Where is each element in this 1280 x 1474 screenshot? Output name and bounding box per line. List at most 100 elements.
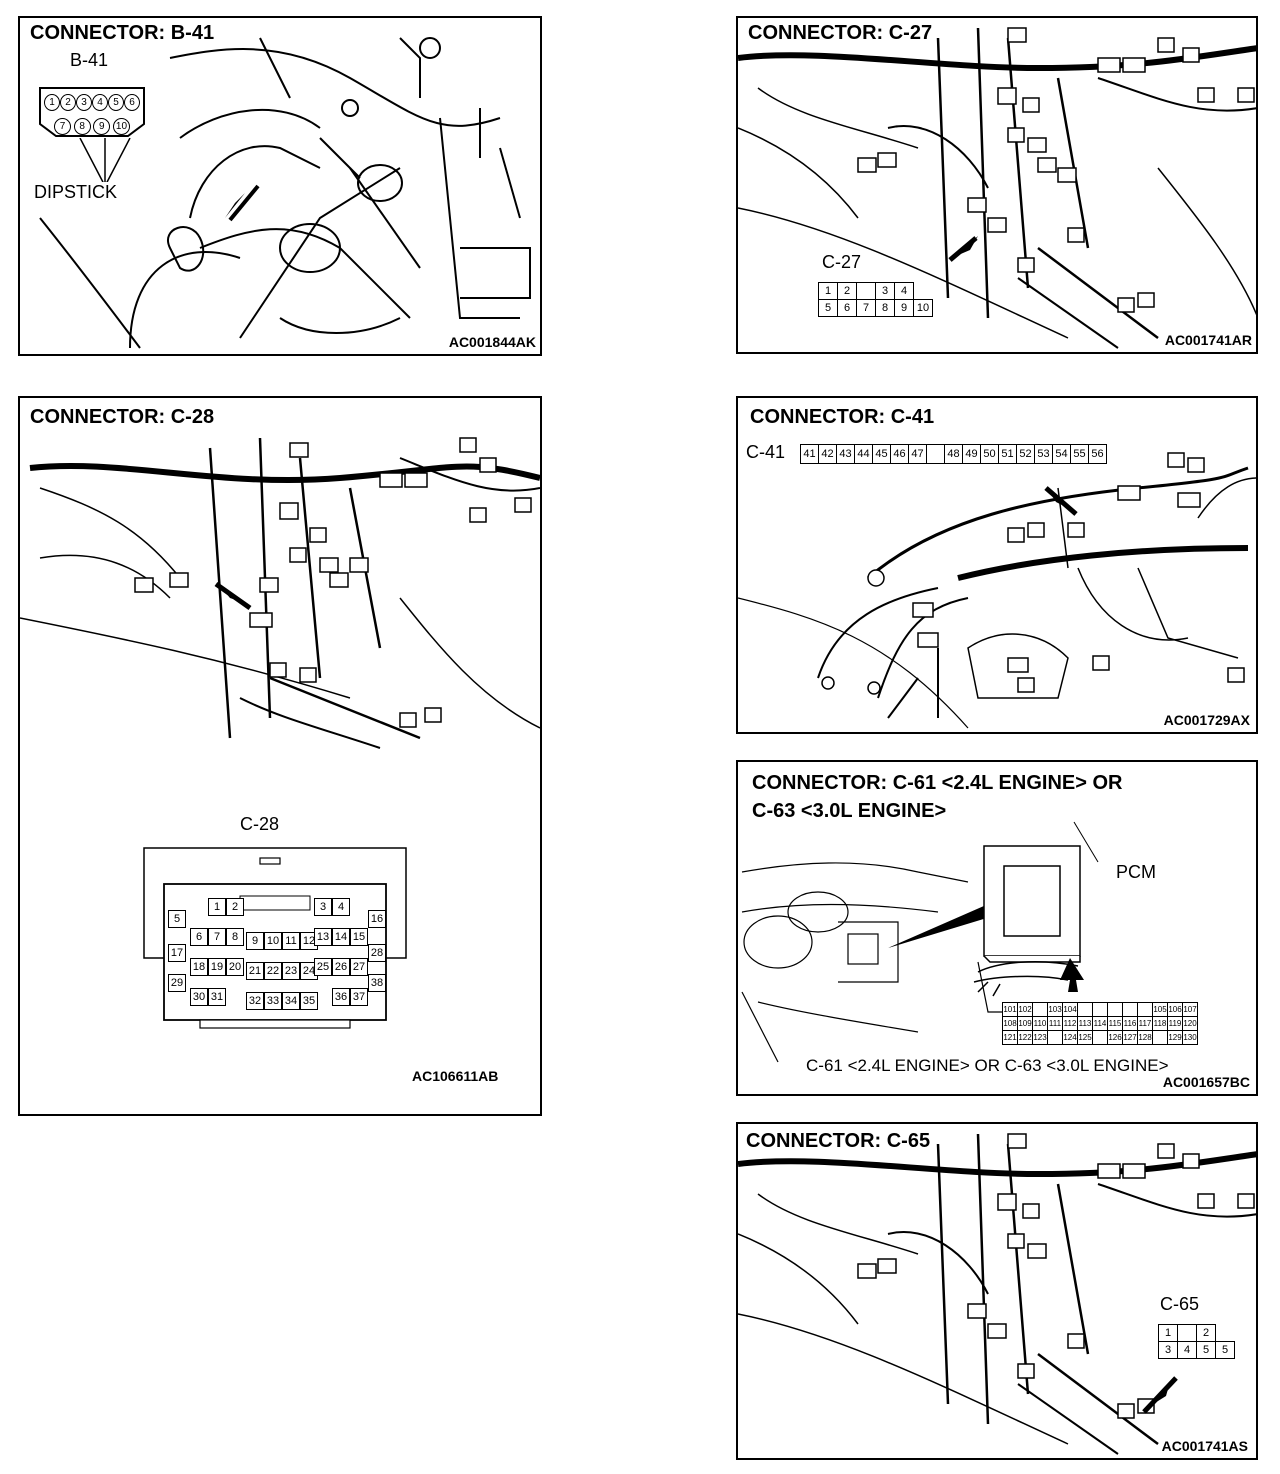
c65-figure-id: AC001741AS xyxy=(1161,1438,1248,1454)
c27-harness-illustration xyxy=(738,27,1256,349)
b41-figure-id: AC001844AK xyxy=(448,334,536,350)
pin: 32 xyxy=(246,992,264,1010)
pin-cell: 125 xyxy=(1077,1030,1093,1045)
pin-cell: 110 xyxy=(1032,1016,1048,1031)
c28-connector-label: C-28 xyxy=(240,814,280,835)
c61-figure-id: AC001657BC xyxy=(1162,1074,1250,1090)
pin-cell: 104 xyxy=(1062,1002,1078,1017)
pin: 15 xyxy=(350,928,368,946)
pin-cell: 7 xyxy=(856,299,876,317)
pin: 12 xyxy=(300,932,318,950)
pin-cell: 118 xyxy=(1152,1016,1168,1031)
pin: 35 xyxy=(300,992,318,1010)
pin: 26 xyxy=(332,958,350,976)
pin: 27 xyxy=(350,958,368,976)
pin: 7 xyxy=(208,928,226,946)
pin-cell: 107 xyxy=(1182,1002,1198,1017)
pin: 8 xyxy=(226,928,244,946)
pin-cell-blank xyxy=(1122,1002,1138,1017)
pin-cell-blank xyxy=(1092,1030,1108,1045)
pin-cell: 2 xyxy=(1196,1324,1216,1342)
c41-figure-id: AC001729AX xyxy=(1163,712,1250,728)
pin: 6 xyxy=(190,928,208,946)
pin-cell-blank xyxy=(1107,1002,1123,1017)
pin-cell: 108 xyxy=(1002,1016,1018,1031)
pin-cell: 52 xyxy=(1016,444,1035,464)
b41-connector-label: B-41 xyxy=(70,50,109,71)
pin-cell: 51 xyxy=(998,444,1017,464)
pin-cell: 2 xyxy=(837,282,857,300)
pin: 8 xyxy=(73,118,91,135)
pin: 10 xyxy=(112,118,130,135)
pin-cell: 116 xyxy=(1122,1016,1138,1031)
pin: 1 xyxy=(208,898,226,916)
pin-cell: 3 xyxy=(875,282,895,300)
pin: 11 xyxy=(282,932,300,950)
pin-cell-blank xyxy=(1152,1030,1168,1045)
c28-figure-id: AC106611AB xyxy=(412,1068,499,1084)
pin-cell: 49 xyxy=(962,444,981,464)
pin-cell: 124 xyxy=(1062,1030,1078,1045)
pin-cell: 50 xyxy=(980,444,999,464)
c28-title: CONNECTOR: C-28 xyxy=(28,406,217,429)
pin: 17 xyxy=(168,944,186,962)
pin-cell: 112 xyxy=(1062,1016,1078,1031)
pin: 10 xyxy=(264,932,282,950)
pin-cell-blank xyxy=(1092,1002,1108,1017)
pin: 16 xyxy=(368,910,386,928)
pin-cell: 44 xyxy=(854,444,873,464)
pin: 23 xyxy=(282,962,300,980)
pin-cell: 129 xyxy=(1167,1030,1183,1045)
pin-cell: 120 xyxy=(1182,1016,1198,1031)
pin-cell-blank xyxy=(1077,1002,1093,1017)
pin: 5 xyxy=(108,94,124,111)
pin-cell: 4 xyxy=(1177,1341,1197,1359)
pin: 28 xyxy=(368,944,386,962)
pin-cell: 10 xyxy=(913,299,933,317)
pin-cell: 117 xyxy=(1137,1016,1153,1031)
c61-pcm-label: PCM xyxy=(1116,862,1156,883)
pin-cell: 103 xyxy=(1047,1002,1063,1017)
pin-cell: 46 xyxy=(890,444,909,464)
pin: 21 xyxy=(246,962,264,980)
c27-title: CONNECTOR: C-27 xyxy=(746,22,935,45)
pin-cell: 54 xyxy=(1052,444,1071,464)
c41-title: CONNECTOR: C-41 xyxy=(748,406,937,429)
c28-harness-illustration xyxy=(20,437,540,749)
c65-title: CONNECTOR: C-65 xyxy=(744,1130,933,1153)
b41-engine-illustration xyxy=(39,37,531,349)
pin: 4 xyxy=(332,898,350,916)
pin-cell: 48 xyxy=(944,444,963,464)
pin-cell: 119 xyxy=(1167,1016,1183,1031)
pin-cell: 123 xyxy=(1032,1030,1048,1045)
pin-cell: 41 xyxy=(800,444,819,464)
pin-cell: 105 xyxy=(1152,1002,1168,1017)
pin: 25 xyxy=(314,958,332,976)
pin-cell-blank xyxy=(856,282,876,300)
pin-cell: 56 xyxy=(1088,444,1107,464)
pin: 9 xyxy=(246,932,264,950)
pin: 18 xyxy=(190,958,208,976)
c27-figure-id: AC001741AR xyxy=(1164,332,1252,348)
b41-dipstick-label: DIPSTICK xyxy=(34,182,118,203)
pin: 36 xyxy=(332,988,350,1006)
pin-cell: 43 xyxy=(836,444,855,464)
pin: 31 xyxy=(208,988,226,1006)
pin-cell-blank xyxy=(1177,1324,1197,1342)
pin-cell: 115 xyxy=(1107,1016,1123,1031)
pin-cell: 121 xyxy=(1002,1030,1018,1045)
pin-cell: 128 xyxy=(1137,1030,1153,1045)
pin-cell: 9 xyxy=(894,299,914,317)
c61-title-line2: C-63 <3.0L ENGINE> xyxy=(750,800,949,823)
pin: 29 xyxy=(168,974,186,992)
pin: 30 xyxy=(190,988,208,1006)
pin-cell: 1 xyxy=(1158,1324,1178,1342)
pin-cell: 102 xyxy=(1017,1002,1033,1017)
pin-cell: 3 xyxy=(1158,1341,1178,1359)
